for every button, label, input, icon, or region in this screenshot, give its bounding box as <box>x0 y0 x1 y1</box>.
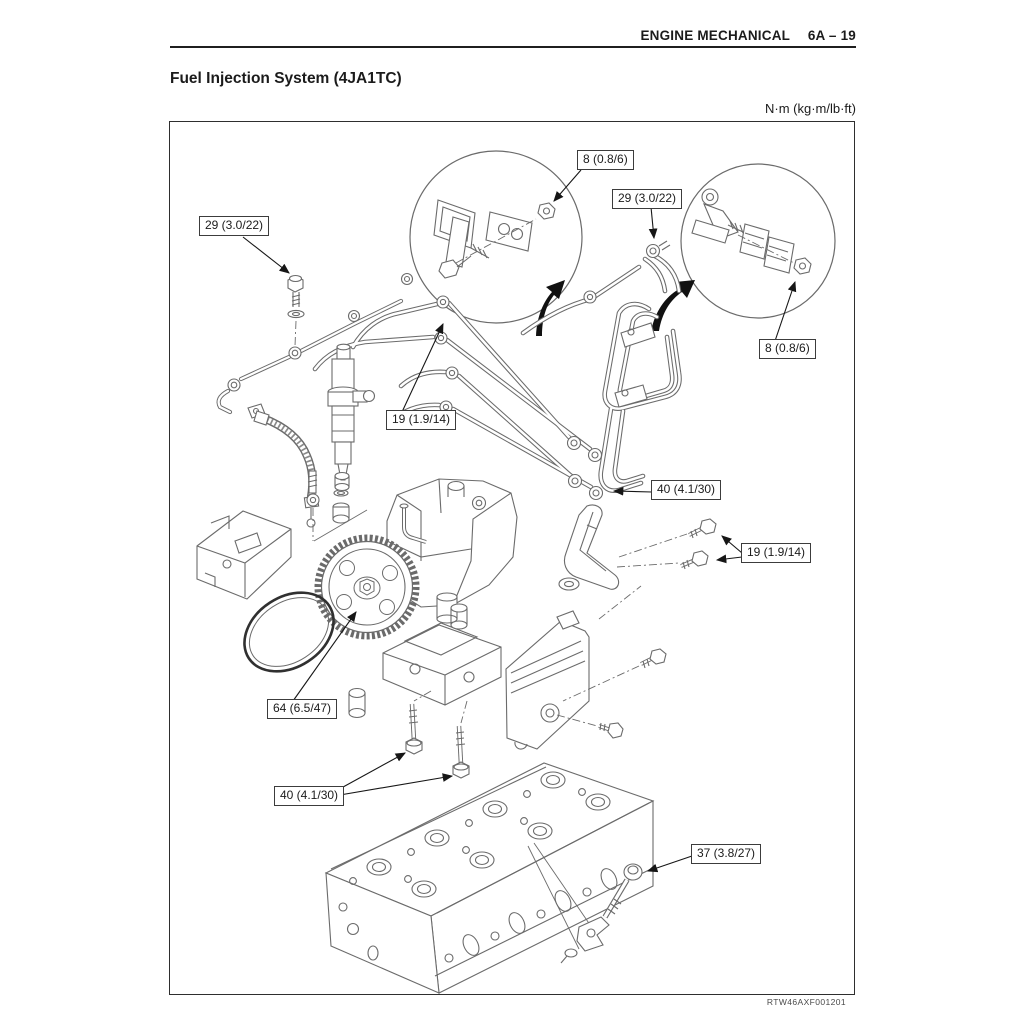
torque-callout-19-right: 19 (1.9/14) <box>741 543 812 563</box>
mounting-plate-right <box>505 585 642 750</box>
pump-mount-bolts <box>405 690 470 779</box>
nozzle-holder-stud <box>560 863 643 964</box>
page-title: Fuel Injection System (4JA1TC) <box>170 70 402 87</box>
injection-pipes <box>315 240 679 501</box>
torque-callout-40-bottom: 40 (4.1/30) <box>274 786 345 806</box>
torque-callout-19-mid: 19 (1.9/14) <box>386 410 457 430</box>
fuel-injector <box>327 343 376 524</box>
torque-callout-8-top: 8 (0.8/6) <box>577 150 634 170</box>
torque-callout-64: 64 (6.5/47) <box>267 699 338 719</box>
leak-off-eye-bolt <box>287 274 305 347</box>
leak-off-pipe <box>219 272 414 419</box>
torque-callout-8-right: 8 (0.8/6) <box>759 339 816 359</box>
torque-callout-37: 37 (3.8/27) <box>691 844 762 864</box>
pipe-clamp-detail-left <box>433 199 556 279</box>
fuel-injection-diagram <box>196 150 836 994</box>
torque-callout-29-left: 29 (3.0/22) <box>199 216 270 236</box>
callout-leader-lines <box>242 169 797 873</box>
torque-callout-40-right: 40 (4.1/30) <box>651 480 722 500</box>
cylinder-head <box>324 762 655 994</box>
torque-callout-29-right: 29 (3.0/22) <box>612 189 683 209</box>
pump-bracket <box>348 603 502 719</box>
plate-bolts-right <box>556 648 667 739</box>
injection-pump <box>386 478 518 624</box>
magnifier-arrow-right <box>651 280 695 331</box>
pipe-clamps <box>614 322 656 408</box>
detail-circle-right <box>680 163 836 319</box>
mounting-plate-left <box>196 510 292 600</box>
hanger-bracket <box>558 504 620 591</box>
header-rule <box>170 46 856 48</box>
torque-units-note: N·m (kg·m/lb·ft) <box>765 101 856 116</box>
pump-o-ring <box>243 591 335 673</box>
magnifier-arrow-left <box>536 280 565 336</box>
page-header: ENGINE MECHANICAL 6A – 19 <box>170 28 856 43</box>
header-section-title: ENGINE MECHANICAL <box>640 28 790 43</box>
detail-circle-left <box>409 150 583 324</box>
leak-off-hose <box>253 410 320 528</box>
pipe-clamp-detail-right <box>691 188 812 275</box>
header-page-number: 6A – 19 <box>807 28 856 43</box>
figure-reference-code: RTW46AXF001201 <box>766 997 846 1007</box>
pump-gear <box>314 534 420 640</box>
small-bolt-and-cap <box>306 470 368 542</box>
hanger-bracket-bolts <box>616 518 717 570</box>
figure-frame <box>169 121 855 995</box>
